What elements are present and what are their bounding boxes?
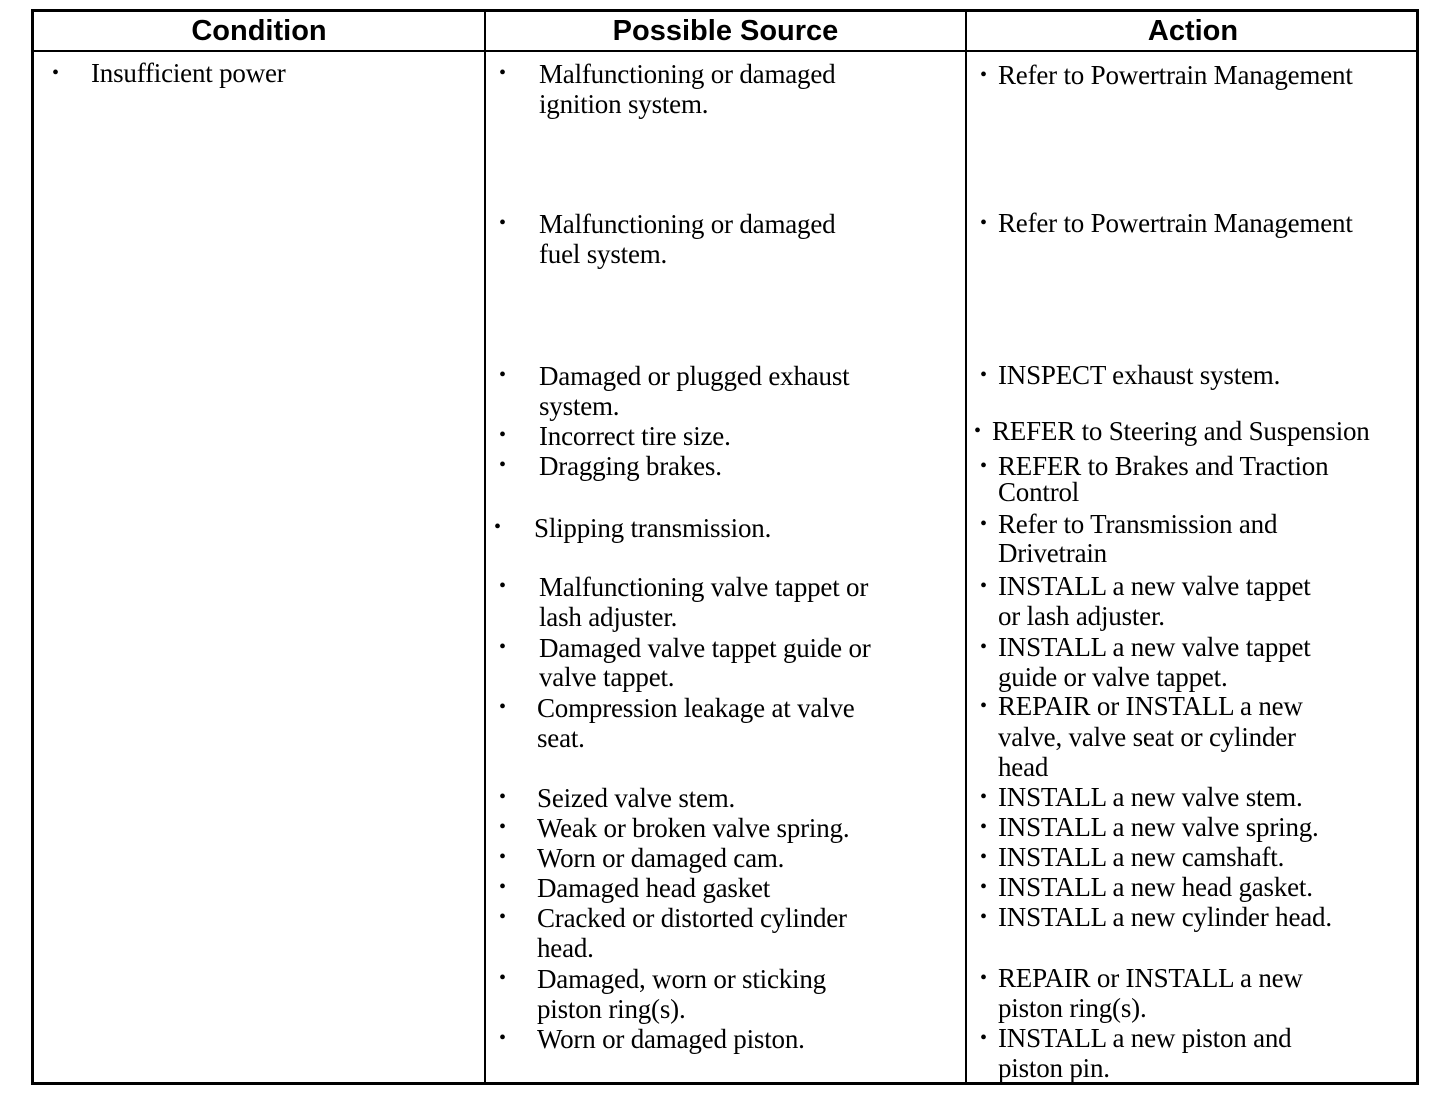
action-bullet: • <box>980 876 988 898</box>
source-bullet: • <box>499 967 507 989</box>
action-bullet: • <box>980 513 988 535</box>
source-line: head. <box>537 933 594 963</box>
action-bullet: • <box>980 786 988 808</box>
column-divider <box>965 9 967 1085</box>
source-bullet: • <box>499 364 507 386</box>
action-bullet: • <box>980 695 988 717</box>
source-bullet: • <box>499 1027 507 1049</box>
source-bullet: • <box>499 906 507 928</box>
action-line: INSTALL a new cylinder head. <box>998 902 1332 932</box>
column-divider <box>484 9 486 1085</box>
source-line: Compression leakage at valve <box>537 693 855 723</box>
action-line: Refer to Powertrain Management <box>998 60 1353 90</box>
source-bullet: • <box>494 516 502 538</box>
source-line: Incorrect tire size. <box>539 421 731 451</box>
header-possible-source: Possible Source <box>612 15 839 47</box>
header-condition: Condition <box>191 15 327 47</box>
action-line: guide or valve tappet. <box>998 662 1228 692</box>
action-line: piston ring(s). <box>998 993 1147 1023</box>
action-bullet: • <box>980 846 988 868</box>
action-line: INSTALL a new piston and <box>998 1023 1292 1053</box>
source-bullet: • <box>499 454 507 476</box>
source-bullet: • <box>499 636 507 658</box>
action-bullet: • <box>980 64 988 86</box>
diagnostic-table <box>31 9 1419 1085</box>
action-line: valve, valve seat or cylinder <box>998 722 1296 752</box>
source-bullet: • <box>499 575 507 597</box>
source-bullet: • <box>499 696 507 718</box>
action-bullet: • <box>980 1027 988 1049</box>
action-line: REFER to Brakes and Traction <box>998 451 1329 481</box>
source-bullet: • <box>499 62 507 84</box>
source-bullet: • <box>499 424 507 446</box>
action-line: Control <box>998 477 1080 507</box>
source-line: Damaged head gasket <box>537 873 771 903</box>
source-line: Malfunctioning or damaged <box>539 209 836 239</box>
header-action: Action <box>1147 15 1239 47</box>
action-line: REPAIR or INSTALL a new <box>998 963 1303 993</box>
source-line: Seized valve stem. <box>537 783 736 813</box>
source-bullet: • <box>499 876 507 898</box>
action-bullet: • <box>980 816 988 838</box>
source-bullet: • <box>499 846 507 868</box>
action-line: INSTALL a new camshaft. <box>998 842 1285 872</box>
action-bullet: • <box>980 906 988 928</box>
action-bullet: • <box>974 420 982 442</box>
action-line: REPAIR or INSTALL a new <box>998 691 1303 721</box>
condition-text: Insufficient power <box>91 58 286 88</box>
action-line: INSTALL a new valve tappet <box>998 571 1311 601</box>
action-line: INSPECT exhaust system. <box>998 360 1281 390</box>
source-line: Worn or damaged cam. <box>537 843 785 873</box>
source-bullet: • <box>499 786 507 808</box>
source-line: Damaged, worn or sticking <box>537 964 826 994</box>
action-bullet: • <box>980 636 988 658</box>
source-line: Slipping transmission. <box>534 513 772 543</box>
action-line: INSTALL a new valve tappet <box>998 632 1311 662</box>
source-line: fuel system. <box>539 239 668 269</box>
source-line: seat. <box>537 723 585 753</box>
source-line: Dragging brakes. <box>539 451 722 481</box>
source-line: Worn or damaged piston. <box>537 1024 805 1054</box>
action-bullet: • <box>980 364 988 386</box>
source-line: system. <box>539 391 620 421</box>
source-bullet: • <box>499 816 507 838</box>
source-line: ignition system. <box>539 89 709 119</box>
source-line: lash adjuster. <box>539 602 678 632</box>
action-line: INSTALL a new valve spring. <box>998 812 1319 842</box>
source-line: Malfunctioning valve tappet or <box>539 572 869 602</box>
action-bullet: • <box>980 455 988 477</box>
action-line: Refer to Transmission and <box>998 509 1278 539</box>
source-line: Damaged or plugged exhaust <box>539 361 850 391</box>
action-line: or lash adjuster. <box>998 601 1165 631</box>
source-line: Malfunctioning or damaged <box>539 59 836 89</box>
action-line: head <box>998 752 1049 782</box>
source-bullet: • <box>499 212 507 234</box>
action-line: piston pin. <box>998 1053 1110 1083</box>
action-line: INSTALL a new valve stem. <box>998 782 1303 812</box>
source-line: Damaged valve tappet guide or <box>539 633 871 663</box>
header-divider <box>31 50 1419 52</box>
source-line: Cracked or distorted cylinder <box>537 903 847 933</box>
source-line: Weak or broken valve spring. <box>537 813 850 843</box>
action-line: Refer to Powertrain Management <box>998 208 1353 238</box>
action-line: INSTALL a new head gasket. <box>998 872 1313 902</box>
action-bullet: • <box>980 575 988 597</box>
action-bullet: • <box>980 967 988 989</box>
action-line: REFER to Steering and Suspension <box>992 416 1370 446</box>
condition-bullet: • <box>52 62 60 84</box>
action-bullet: • <box>980 212 988 234</box>
source-line: piston ring(s). <box>537 994 686 1024</box>
source-line: valve tappet. <box>539 662 675 692</box>
action-line: Drivetrain <box>998 538 1107 568</box>
